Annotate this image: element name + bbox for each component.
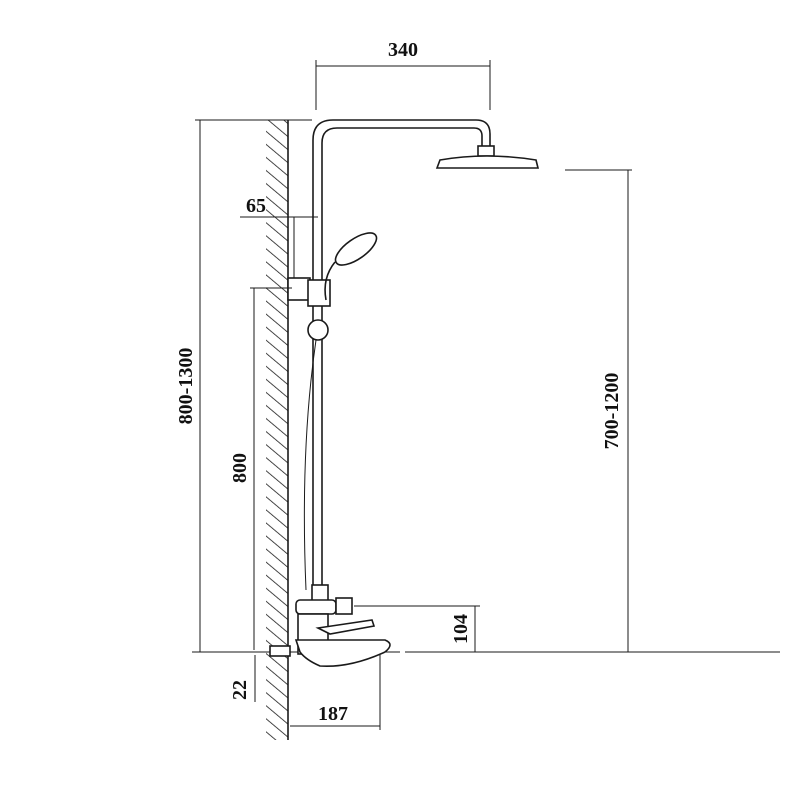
- dimension-total-height: 800-1300: [175, 119, 312, 652]
- inlet-offset-label: 22: [229, 680, 251, 700]
- wall: [266, 120, 289, 740]
- spout-reach-label: 187: [318, 703, 348, 725]
- wall-offset-label: 65: [246, 195, 266, 217]
- dimension-arm-reach: 340: [315, 39, 491, 110]
- arm-reach-label: 340: [388, 39, 418, 61]
- slide-knob: [307, 319, 329, 341]
- hand-shower-head: [334, 232, 378, 266]
- dimension-diverter-height: 104: [354, 605, 480, 652]
- shower-column: [312, 119, 540, 590]
- dimension-inlet-offset: 22: [229, 655, 256, 702]
- dimension-spout-reach: 187: [290, 655, 381, 730]
- dimension-head-height: 700-1200: [565, 169, 632, 652]
- rail-height-label: 800: [229, 453, 251, 483]
- bath-spout: [294, 639, 391, 668]
- head-height-label: 700-1200: [601, 373, 623, 450]
- dimension-rail-height: 800: [229, 287, 292, 650]
- diverter-height-label: 104: [450, 614, 472, 644]
- diverter-and-spout: [269, 584, 391, 668]
- rain-shower-head: [435, 155, 540, 169]
- hand-shower-assembly: [287, 217, 378, 591]
- dimension-wall-offset: 65: [240, 195, 318, 218]
- total-height-label: 800-1300: [175, 348, 197, 425]
